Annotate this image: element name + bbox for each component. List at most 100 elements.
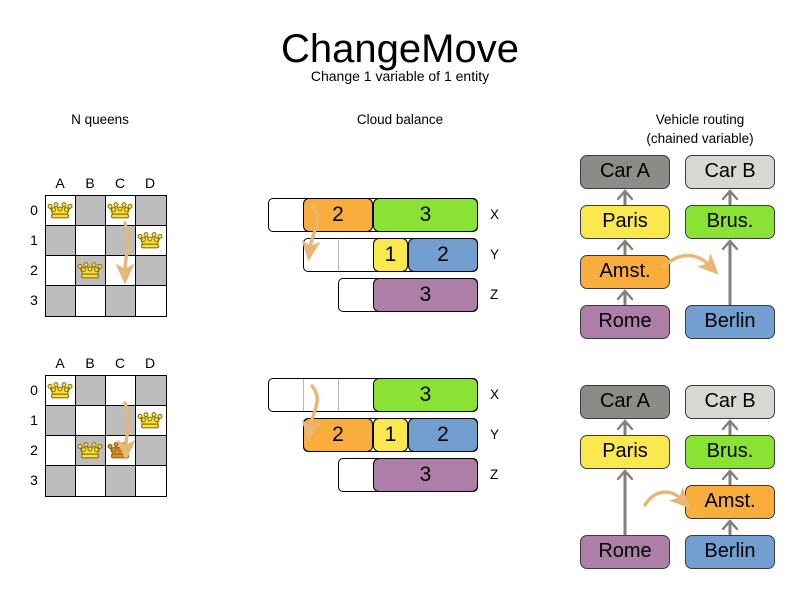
cloud-process-yellow[interactable]: 1	[373, 418, 408, 452]
cloud-slot-divider	[338, 379, 339, 411]
cloud-process-purple[interactable]: 3	[373, 458, 478, 492]
board-cell-A2[interactable]	[46, 436, 76, 466]
board-file-label-A: A	[55, 175, 65, 191]
routing-node-berlin-before[interactable]: Berlin	[685, 305, 775, 339]
board-cell-B0[interactable]	[76, 376, 106, 406]
cloud-slot-divider	[338, 239, 339, 271]
board-cell-D2[interactable]	[136, 256, 166, 286]
cloud-computer-label-z: Z	[490, 467, 499, 482]
board-cell-D0[interactable]	[136, 376, 166, 406]
board-file-label-C: C	[114, 175, 126, 191]
cloud-computer-label-y: Y	[490, 247, 500, 262]
routing-node-brussels-before[interactable]: Brus.	[685, 205, 775, 239]
routing-node-amsterdam-before[interactable]: Amst.	[580, 255, 670, 289]
board-cell-B1[interactable]	[76, 226, 106, 256]
queen-D1[interactable]	[137, 410, 163, 430]
queen-B2[interactable]	[77, 260, 103, 280]
board-cell-C0[interactable]	[106, 376, 136, 406]
board-cell-A1[interactable]	[46, 226, 76, 256]
board-rank-label-0: 0	[30, 382, 38, 398]
page-title: ChangeMove	[281, 27, 519, 71]
board-file-label-C: C	[114, 355, 126, 371]
nqueens-move-arrow-after	[116, 401, 136, 461]
board-cell-C1[interactable]	[106, 406, 136, 436]
board-cell-A2[interactable]	[46, 256, 76, 286]
board-cell-D2[interactable]	[136, 436, 166, 466]
column-heading-nqueens: N queens	[71, 112, 129, 127]
cloud-process-blue[interactable]: 2	[408, 238, 478, 272]
cloud-computer-label-x: X	[490, 387, 500, 402]
board-rank-label-1: 1	[30, 412, 38, 428]
routing-link-arrow-b0-after	[721, 419, 739, 435]
routing-link-arrow-a1-after	[616, 469, 634, 535]
cloud-computer-label-x: X	[490, 207, 500, 222]
column-heading-cloud-balance: Cloud balance	[356, 112, 444, 127]
routing-link-arrow-b0-before	[721, 189, 739, 205]
queen-C0[interactable]	[107, 200, 133, 220]
page-subtitle: Change 1 variable of 1 entity	[310, 68, 490, 84]
board-file-label-B: B	[85, 355, 95, 371]
cloud-process-green[interactable]: 3	[373, 378, 478, 412]
routing-move-arrow-after	[643, 486, 691, 509]
board-rank-label-3: 3	[30, 472, 38, 488]
board-cell-C1[interactable]	[106, 226, 136, 256]
cloud-process-yellow[interactable]: 1	[373, 238, 408, 272]
board-cell-D3[interactable]	[136, 466, 166, 496]
routing-node-car-b-before[interactable]: Car B	[685, 155, 775, 189]
board-cell-D0[interactable]	[136, 196, 166, 226]
routing-link-arrow-a1-before	[616, 239, 634, 255]
queen-D1[interactable]	[137, 230, 163, 250]
routing-node-car-a-after[interactable]: Car A	[580, 385, 670, 419]
routing-node-car-b-after[interactable]: Car B	[685, 385, 775, 419]
queen-A0[interactable]	[47, 380, 73, 400]
column-heading-vehicle-routing: Vehicle routing (chained variable)	[600, 110, 800, 148]
routing-node-berlin-after[interactable]: Berlin	[685, 535, 775, 569]
board-cell-C3[interactable]	[106, 286, 136, 316]
board-cell-B1[interactable]	[76, 406, 106, 436]
cloud-process-blue[interactable]: 2	[408, 418, 478, 452]
board-cell-A3[interactable]	[46, 466, 76, 496]
queen-icon	[137, 412, 163, 429]
vehicle-routing-heading-line2: (chained variable)	[646, 131, 754, 146]
routing-node-brussels-after[interactable]: Brus.	[685, 435, 775, 469]
routing-node-rome-before[interactable]: Rome	[580, 305, 670, 339]
routing-link-arrow-b1-before	[721, 239, 739, 305]
board-cell-B3[interactable]	[76, 286, 106, 316]
queen-icon	[47, 382, 73, 399]
board-file-label-D: D	[144, 175, 156, 191]
queen-B2[interactable]	[77, 440, 103, 460]
board-cell-B3[interactable]	[76, 466, 106, 496]
cloud-move-arrow-before	[301, 204, 321, 262]
board-rank-label-0: 0	[30, 202, 38, 218]
routing-node-rome-after[interactable]: Rome	[580, 535, 670, 569]
queen-icon	[77, 262, 103, 279]
board-cell-C3[interactable]	[106, 466, 136, 496]
cloud-process-purple[interactable]: 3	[373, 278, 478, 312]
queen-icon	[47, 202, 73, 219]
routing-node-paris-after[interactable]: Paris	[580, 435, 670, 469]
routing-node-car-a-before[interactable]: Car A	[580, 155, 670, 189]
nqueens-move-arrow-before	[115, 221, 135, 285]
board-file-label-A: A	[55, 355, 65, 371]
board-rank-label-2: 2	[30, 442, 38, 458]
board-cell-A3[interactable]	[46, 286, 76, 316]
cloud-computer-label-y: Y	[490, 427, 500, 442]
board-cell-A1[interactable]	[46, 406, 76, 436]
board-cell-B0[interactable]	[76, 196, 106, 226]
cloud-process-green[interactable]: 3	[373, 198, 478, 232]
board-file-label-B: B	[85, 175, 95, 191]
cloud-move-arrow-after	[301, 384, 321, 442]
cloud-slot-divider	[303, 379, 304, 411]
queen-A0[interactable]	[47, 200, 73, 220]
routing-node-amsterdam-after[interactable]: Amst.	[685, 485, 775, 519]
board-cell-D3[interactable]	[136, 286, 166, 316]
routing-node-paris-before[interactable]: Paris	[580, 205, 670, 239]
routing-link-arrow-a0-after	[616, 419, 634, 435]
